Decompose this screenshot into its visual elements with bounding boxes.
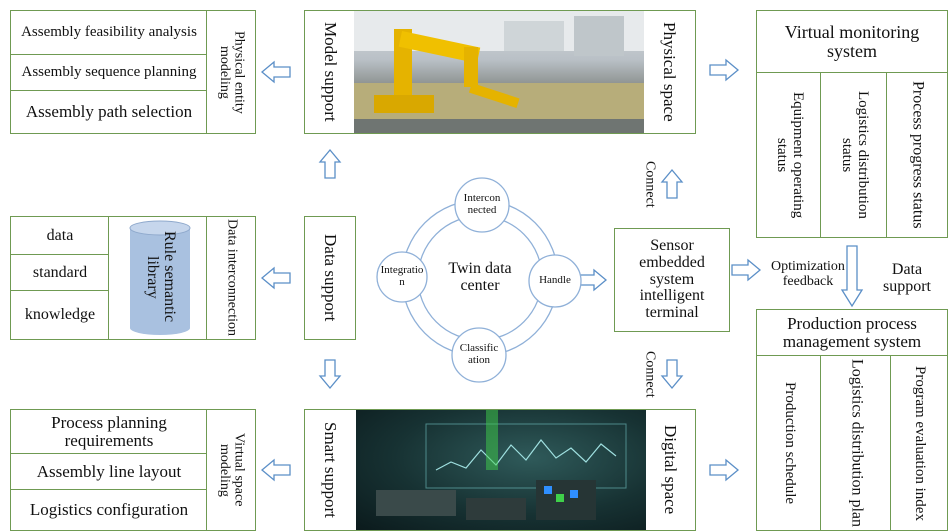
virtual-monitoring-title: Virtual monitoring system — [784, 22, 920, 61]
physical-entity-modeling-label: Physical entity modeling — [217, 30, 247, 114]
logistics-status-col: Logistics distribution status — [839, 91, 871, 219]
divider — [10, 453, 206, 454]
hub-top-label: Interconnected — [463, 192, 501, 216]
arrow-to-virtual-modeling — [261, 459, 291, 481]
virtual-space-modeling-label: Virtual space modeling — [217, 433, 247, 507]
production-management-block — [756, 309, 948, 531]
optimization-feedback-label: Optimization feedback — [771, 259, 845, 289]
physical-space-label: Physical space — [659, 22, 679, 122]
arrow-to-physical-modeling — [261, 61, 291, 83]
divider — [206, 216, 207, 340]
knowledge-row: knowledge — [24, 305, 96, 323]
data-support-block — [304, 216, 356, 340]
assembly-line-row: Assembly line layout — [36, 462, 182, 482]
model-support-label: Model support — [320, 22, 340, 122]
production-management-title: Production process management system — [782, 314, 922, 351]
assembly-sequence-row: Assembly sequence planning — [21, 64, 197, 81]
arrow-physical-to-monitoring — [709, 59, 739, 81]
arrow-handle-to-sensor — [577, 269, 607, 291]
sensor-terminal-block — [614, 228, 730, 332]
arrow-sensor-to-physical — [661, 169, 683, 199]
equipment-status-col: Equipment operating status — [774, 91, 806, 219]
divider — [10, 254, 108, 255]
hub-bottom-label: Classification — [459, 342, 499, 366]
process-progress-col: Process progress status — [909, 81, 927, 229]
divider — [108, 216, 109, 340]
arrow-sensor-to-digital — [661, 359, 683, 389]
divider — [820, 355, 821, 531]
data-row: data — [46, 226, 74, 244]
digital-twin-image — [356, 410, 646, 530]
data-interconnection-label: Data interconnection — [224, 219, 240, 337]
logistics-config-row: Logistics configuration — [29, 500, 189, 520]
divider — [10, 290, 108, 291]
production-schedule-col: Production schedule — [781, 381, 798, 505]
divider — [756, 72, 948, 73]
assembly-path-row: Assembly path selection — [25, 102, 193, 122]
sensor-terminal-label: Sensor embedded system intelligent termi… — [639, 237, 705, 322]
smart-support-label: Smart support — [320, 422, 340, 518]
hub-center-label: Twin data center — [448, 260, 512, 294]
hub-left-label: Integration — [380, 264, 424, 288]
divider — [10, 489, 206, 490]
data-support-label: Data support — [320, 234, 340, 322]
arrow-data-to-smart — [319, 359, 341, 389]
rule-library-label: Rule semantic library — [144, 231, 178, 323]
arrow-digital-to-production — [709, 459, 739, 481]
divider — [890, 355, 891, 531]
assembly-feasibility-row: Assembly feasibility analysis — [21, 24, 197, 41]
divider — [886, 72, 887, 238]
process-planning-row: Process planning requirements — [51, 413, 167, 450]
arrow-data-to-model — [319, 149, 341, 179]
data-interconnection-block: data standard knowledge Data interconnec… — [10, 216, 256, 340]
robot-arm-photo — [354, 11, 644, 133]
data-support-right-label: Data support — [883, 261, 931, 295]
divider — [206, 409, 207, 531]
divider — [756, 355, 948, 356]
evaluation-index-col: Program evaluation index — [911, 365, 928, 521]
connect-top-label: Connect — [642, 160, 658, 208]
logistics-plan-col: Logistics distribution plan — [848, 359, 866, 527]
arrow-sensor-to-feedback — [731, 259, 761, 281]
virtual-monitoring-block — [756, 10, 948, 238]
standard-row: standard — [32, 263, 88, 281]
divider — [10, 90, 206, 91]
hub-right-label: Handle — [539, 274, 571, 287]
digital-space-label: Digital space — [660, 425, 680, 515]
arrow-to-data-interconnection — [261, 267, 291, 289]
divider — [820, 72, 821, 238]
virtual-space-modeling-block: Process planning requirements Assembly l… — [10, 409, 256, 531]
connect-bottom-label: Connect — [642, 350, 658, 398]
divider — [10, 54, 206, 55]
divider — [206, 10, 207, 134]
physical-entity-modeling-block: Assembly feasibility analysis Assembly s… — [10, 10, 256, 134]
